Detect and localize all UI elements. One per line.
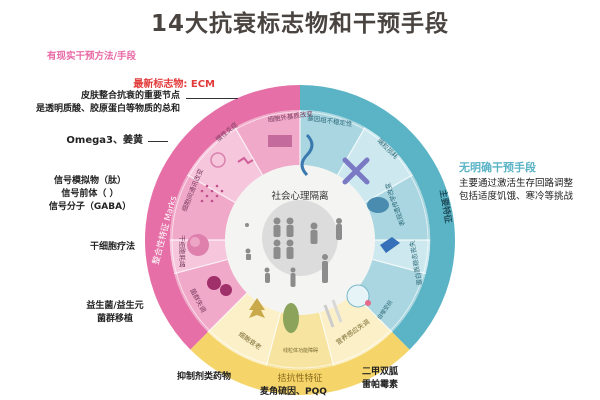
signal-precursor: 信号前体（ ）	[61, 189, 119, 199]
leader-line	[148, 141, 168, 142]
segment-illustrations	[187, 133, 400, 333]
fmt-label: 菌群移植	[96, 314, 133, 324]
people-icons	[245, 217, 342, 287]
right-line1: 主要通过激活生存回路调整	[459, 178, 574, 189]
stem-cell-therapy: 干细胞疗法	[89, 242, 135, 252]
right-heading: 无明确干预手段	[459, 161, 536, 174]
rapamycin-label: 雷帕霉素	[362, 380, 399, 390]
inner-ring	[169, 109, 431, 371]
ecm-line2: 是透明质酸、胶原蛋白等物质的总和	[35, 104, 180, 114]
ecm-title: 最新标志物: ECM	[133, 79, 215, 90]
omega-label: Omega3、姜黄	[66, 135, 143, 146]
center-label: 社会心理隔离	[271, 190, 328, 202]
signal-mimic: 信号模拟物（肽）	[53, 176, 126, 186]
inhibitor-label: 抑制剂类药物	[177, 372, 232, 382]
outer-ring	[145, 85, 455, 395]
probiotic-label: 益生菌/益生元	[86, 301, 144, 311]
mito-intervention: 麦角硫因、PQQ	[260, 387, 327, 397]
segment-label: 干细胞耗竭	[178, 235, 187, 268]
leader-line	[186, 98, 238, 99]
signal-molecule: 信号分子（GABA）	[48, 202, 132, 212]
segment-label: 线粒体功能障碍	[283, 347, 318, 354]
ecm-line1: 皮肤整合抗衰的重要节点	[80, 91, 180, 101]
left-header: 有现实干预方法/手段	[47, 51, 136, 62]
ring-label-yellow: 拮抗性特征	[277, 372, 322, 384]
right-line2: 包括适度饥饿、寒冷等挑战	[459, 191, 574, 202]
metformin-label: 二甲双胍	[362, 367, 399, 377]
page-title: 14大抗衰标志物和干预手段	[150, 11, 449, 37]
